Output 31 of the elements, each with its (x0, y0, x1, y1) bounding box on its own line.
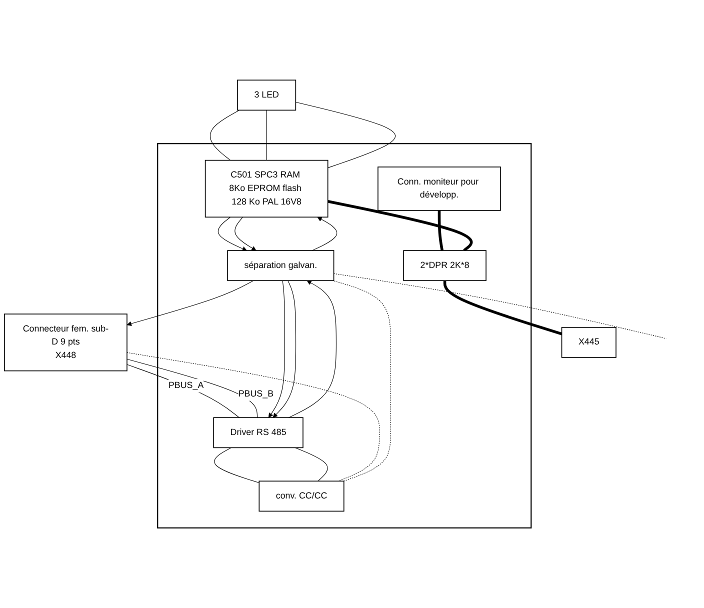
node-box: Connecteur fem. sub-D 9 pts X448 (4, 314, 128, 372)
node-box: Driver RS 485 (213, 417, 304, 448)
edge-label: PBUS_A (168, 380, 204, 390)
connector (126, 364, 240, 418)
node-box: 2*DPR 2K*8 (403, 250, 486, 282)
node-box: conv. CC/CC (258, 480, 344, 512)
node-box: C501 SPC3 RAM 8Ko EPROM flash 128 Ko PAL 16V8 (204, 160, 328, 218)
cluster (157, 143, 532, 528)
arrow (288, 280, 336, 418)
connector (126, 352, 380, 482)
connector (328, 200, 473, 252)
node-box: Conn. moniteur pour développ. (378, 166, 501, 211)
node-box: séparation galvan. (227, 250, 334, 282)
connector (126, 358, 258, 418)
connector (214, 447, 260, 484)
connector (438, 210, 444, 251)
connector (443, 280, 562, 336)
arrow (312, 216, 338, 251)
arrow (126, 280, 254, 326)
node-box: X445 (561, 326, 616, 358)
arrow (268, 280, 285, 418)
arrow (234, 216, 256, 251)
connector (334, 273, 666, 339)
connector (266, 110, 267, 161)
edge-label: PBUS_B (238, 389, 274, 399)
node-box: 3 LED (237, 80, 296, 111)
arrow (272, 280, 296, 418)
arrow (218, 216, 247, 251)
connector (210, 110, 240, 161)
connector (295, 102, 396, 168)
connector (294, 447, 328, 482)
